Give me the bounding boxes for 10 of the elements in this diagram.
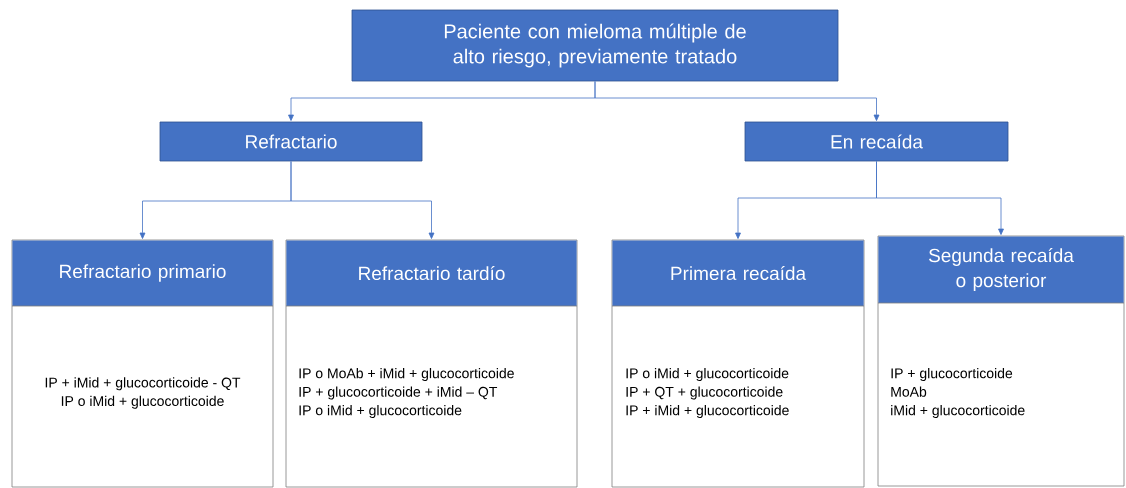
- category-box: Refractario: [159, 121, 423, 162]
- treatment-card: Refractario tardío IP o MoAb + iMid + glucocorticoide IP + glucocorticoide + iMid – QT IP o iMid + glucocorticoide: [285, 239, 578, 488]
- arrow: [594, 81, 880, 121]
- category-box: En recaída: [744, 121, 1009, 162]
- arrow: [290, 161, 435, 239]
- treatment-card: Segunda recaída o posterior IP + glucocorticoide MoAb iMid + glucocorticoide: [877, 235, 1125, 487]
- treatment-card: Refractario primario IP + iMid + glucocorticoide - QT IP o iMid + glucocorticoide: [11, 239, 274, 488]
- treatment-card: Primera recaída IP o iMid + glucocorticoide IP + QT + glucocorticoide IP + iMid + glucocorticoide: [611, 239, 865, 488]
- category-box: Paciente con mieloma múltiple de alto riesgo, previamente tratado: [351, 9, 839, 82]
- arrow: [876, 161, 1004, 235]
